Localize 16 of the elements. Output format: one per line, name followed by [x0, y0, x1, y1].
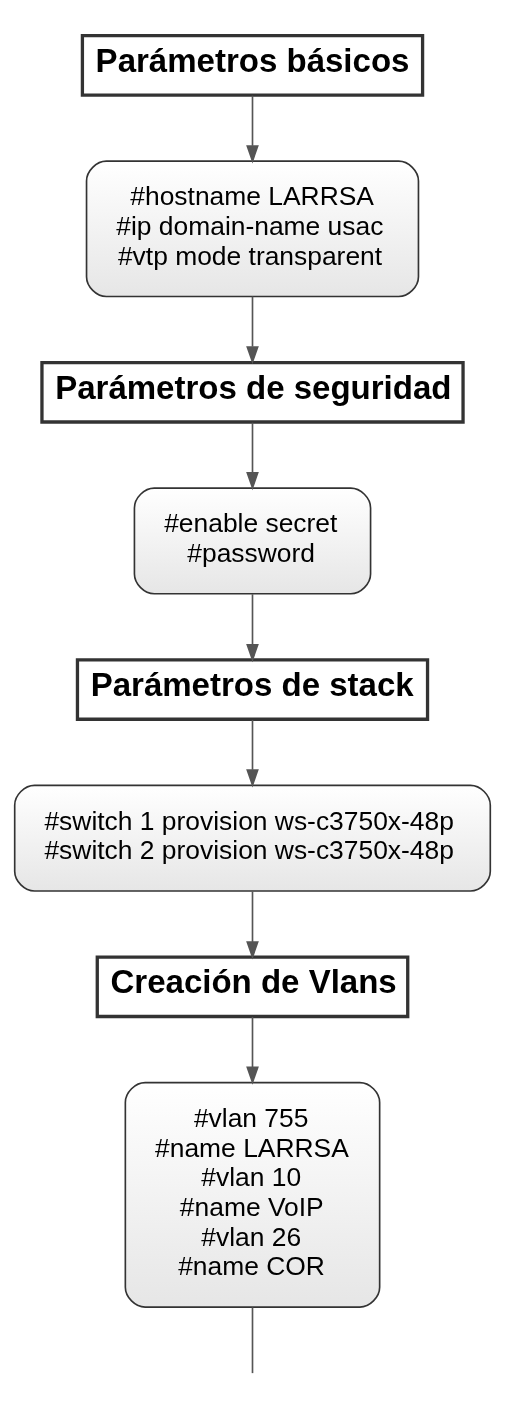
- arrow: [246, 1016, 259, 1085]
- node-box: #hostname LARRSA #ip domain-name usac #vtp mode transparent: [85, 160, 420, 298]
- node-box: #enable secret #password: [133, 487, 372, 595]
- node-box: Parámetros de stack: [75, 658, 430, 721]
- arrow: [246, 593, 259, 663]
- arrow: [246, 421, 259, 491]
- node-box: Parámetros de seguridad: [40, 360, 465, 424]
- arrow: [246, 295, 259, 365]
- node-box: #vlan 755 #name LARRSA #vlan 10 #name VoIP #vlan 26 #name COR: [124, 1081, 381, 1308]
- connector: [251, 1306, 254, 1374]
- arrow: [246, 719, 259, 788]
- node-box: #switch 1 provision ws-c3750x-48p #switch 2 provision ws-c3750x-48p: [13, 784, 492, 892]
- node-box: Creación de Vlans: [95, 955, 410, 1019]
- arrow: [246, 890, 259, 960]
- arrow: [246, 94, 259, 164]
- node-box: Parámetros básicos: [80, 33, 425, 97]
